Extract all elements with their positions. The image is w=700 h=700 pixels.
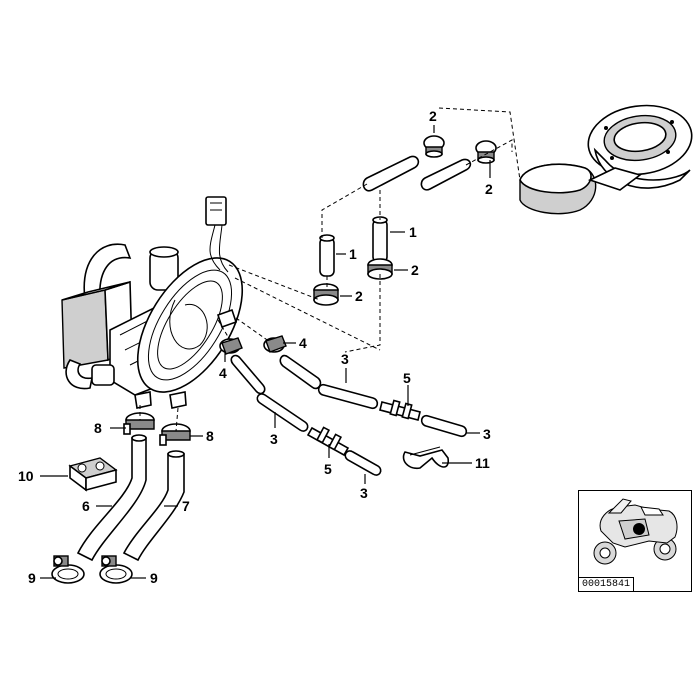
callout-7: 7 [182, 498, 190, 514]
callout-2: 2 [355, 288, 363, 304]
clamp-2c [367, 258, 393, 280]
hose-1c [319, 234, 335, 277]
clamp-9b [99, 555, 133, 584]
reference-thumbnail: 00015841 [578, 490, 692, 592]
clamp-2b [475, 140, 497, 164]
assembly-lines [139, 107, 521, 432]
callout-9: 9 [28, 570, 36, 586]
motorcycle-icon [593, 498, 678, 565]
leader-lines [40, 125, 491, 579]
hose-3c [230, 354, 266, 395]
callout-2: 2 [411, 262, 419, 278]
hose-clip-10 [68, 457, 118, 492]
hose-6 [76, 434, 147, 562]
hose-3f [344, 450, 382, 476]
hose-3d [256, 393, 309, 432]
callout-2: 2 [429, 108, 437, 124]
clamp-8a [123, 412, 155, 435]
callout-3: 3 [360, 485, 368, 501]
location-marker [633, 523, 645, 535]
clip-11 [402, 446, 450, 470]
callout-labels: 2 2 1 1 2 2 4 4 3 5 3 3 5 3 11 8 8 10 6 … [18, 108, 493, 586]
connector-5b [306, 426, 350, 457]
hose-3b [317, 383, 379, 410]
hose-3e [420, 414, 468, 438]
clamp-4b [219, 337, 243, 355]
mounting-flange [134, 196, 244, 409]
hose-7 [122, 450, 185, 562]
callout-5: 5 [403, 370, 411, 386]
diagram-reference-code: 00015841 [579, 577, 635, 591]
callout-6: 6 [82, 498, 90, 514]
clamp-9a [51, 555, 85, 584]
callout-10: 10 [18, 468, 34, 484]
clamp-2d [313, 283, 339, 306]
hose-1b [420, 158, 472, 191]
callout-1: 1 [409, 224, 417, 240]
callout-9: 9 [150, 570, 158, 586]
callout-3: 3 [483, 426, 491, 442]
clamp-2a [423, 135, 445, 158]
callout-5: 5 [324, 461, 332, 477]
callout-11: 11 [475, 455, 490, 471]
callout-3: 3 [341, 351, 349, 367]
callout-4: 4 [219, 365, 227, 381]
callout-8: 8 [94, 420, 102, 436]
hose-3a [279, 354, 322, 390]
clamp-4a [263, 335, 287, 353]
callout-4: 4 [299, 335, 307, 351]
callout-2: 2 [485, 181, 493, 197]
clamp-8b [159, 423, 191, 446]
hose-1a [362, 155, 420, 192]
fuel-tank-filler [519, 104, 693, 215]
connector-5a [379, 399, 421, 421]
callout-1: 1 [349, 246, 357, 262]
callout-3: 3 [270, 431, 278, 447]
callout-8: 8 [206, 428, 214, 444]
hose-1d [372, 216, 388, 263]
